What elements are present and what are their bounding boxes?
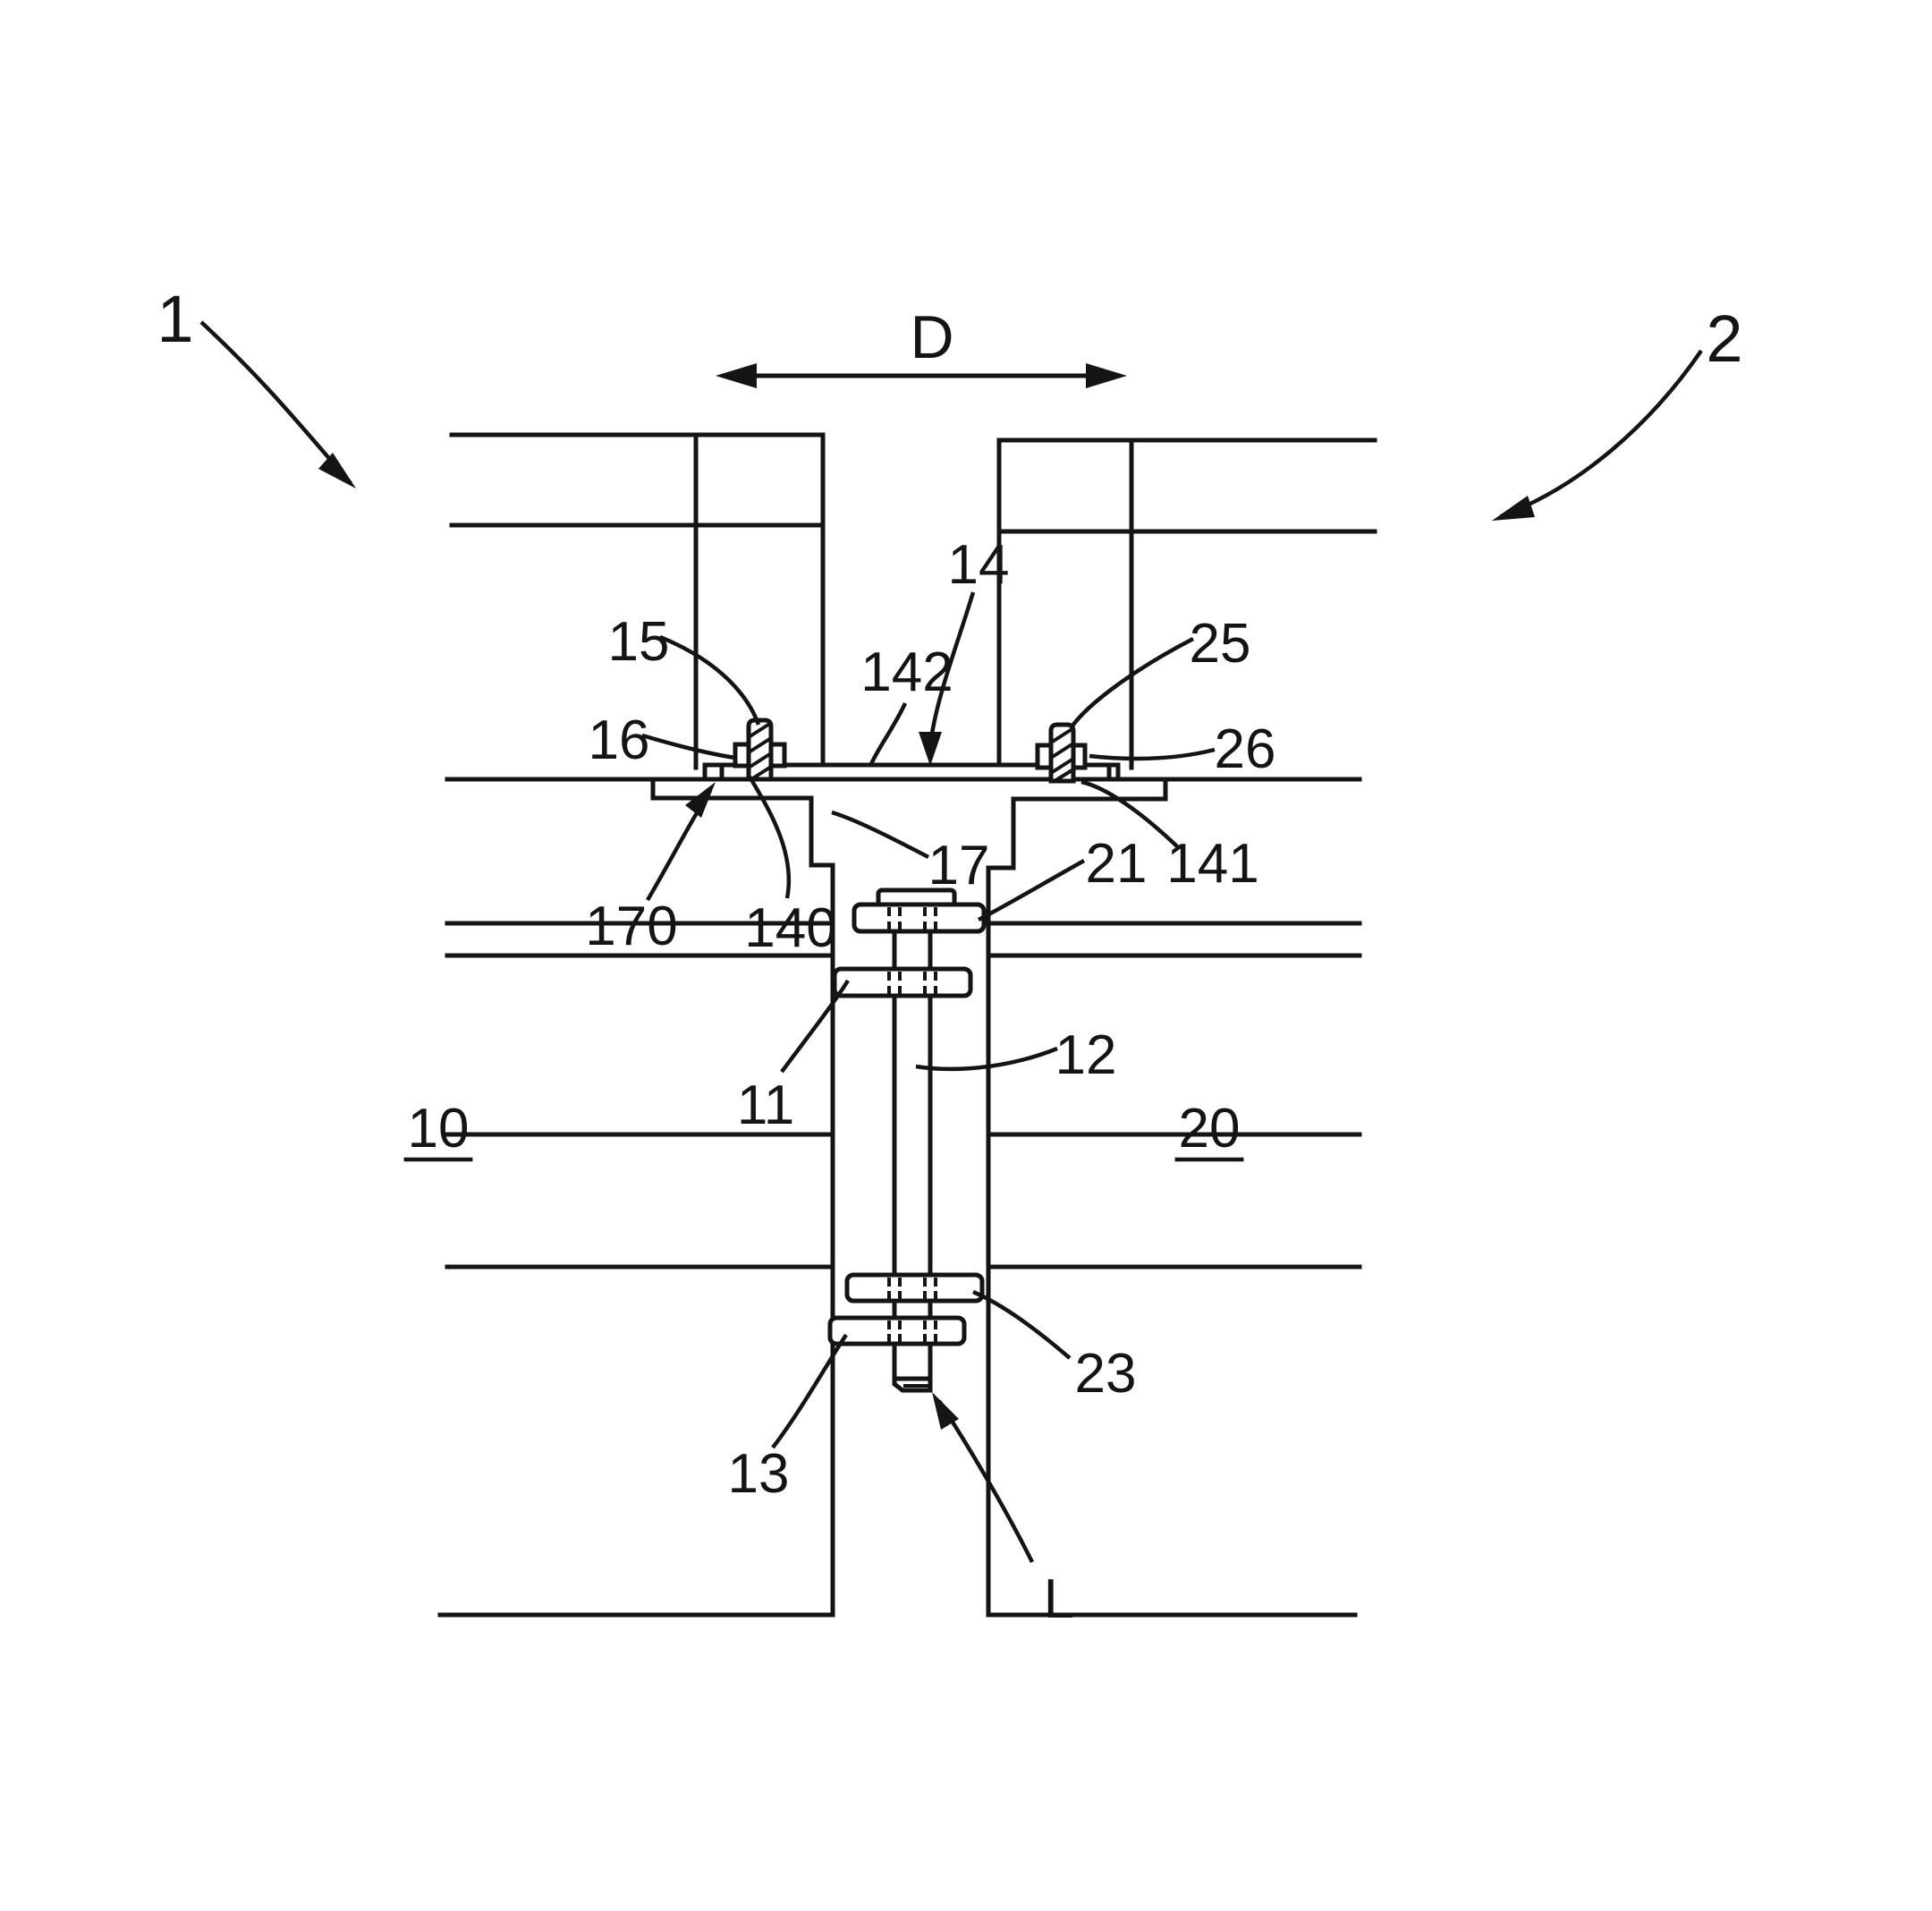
leader-L [937, 1399, 1035, 1564]
leader-lines [199, 320, 1703, 1564]
label-ref-11: 11 [737, 1074, 794, 1136]
tab-plate-21 [852, 902, 987, 934]
label-ref-13: 13 [728, 1443, 790, 1505]
label-ref-L: L [1044, 1568, 1074, 1630]
arrowhead-2-icon [1492, 496, 1535, 521]
left-block [437, 777, 835, 1618]
label-ref-1: 1 [157, 282, 193, 356]
label-ref-2: 2 [1706, 302, 1742, 376]
arrowhead-right-icon [1086, 363, 1127, 388]
left-upper-column [449, 432, 826, 770]
tab-plate-11 [832, 966, 973, 998]
arrowhead-1-icon [318, 453, 356, 488]
leader-11 [780, 979, 850, 1074]
label-ref-12: 12 [1055, 1024, 1117, 1086]
label-ref-20: 20 [1179, 1098, 1241, 1159]
leader-12 [915, 1046, 1058, 1072]
leader-26 [1089, 747, 1216, 761]
leader-14 [929, 591, 976, 735]
label-ref-14: 14 [948, 534, 1010, 596]
label-ref-25: 25 [1190, 613, 1251, 675]
bolt-25 [1048, 722, 1076, 784]
arrowhead-L-icon [932, 1392, 959, 1430]
bolt-15 [746, 718, 774, 782]
right-block [986, 777, 1362, 1618]
arrowhead-left-icon [716, 363, 757, 388]
label-dim-D: D [910, 303, 953, 371]
leader-140 [748, 775, 792, 899]
leader-142 [869, 702, 908, 765]
tab-plate-23 [844, 1272, 985, 1304]
leader-23 [972, 1289, 1072, 1360]
label-ref-16: 16 [589, 709, 650, 771]
leader-16 [641, 733, 736, 760]
label-ref-26: 26 [1215, 718, 1276, 780]
label-ref-15: 15 [608, 611, 670, 673]
leader-25 [1069, 637, 1195, 730]
label-ref-141: 141 [1166, 833, 1258, 895]
label-ref-142: 142 [860, 641, 953, 703]
leader-2 [1500, 349, 1703, 519]
label-ref-10: 10 [408, 1098, 470, 1159]
dimension-arrow-D [716, 363, 1127, 388]
anchor-plate-14 [702, 762, 1121, 782]
label-ref-140: 140 [744, 897, 836, 959]
leader-13 [771, 1333, 848, 1449]
arrowhead-14-icon [919, 732, 942, 766]
label-ref-23: 23 [1075, 1343, 1137, 1405]
left-block-step-profile [437, 777, 835, 1618]
tab-plate-13 [827, 1315, 967, 1346]
arrowhead-170-icon [685, 782, 716, 818]
leader-15 [659, 634, 761, 726]
label-ref-170: 170 [585, 896, 677, 957]
right-upper-column [996, 437, 1377, 770]
tab-plate-ticks [887, 907, 937, 1388]
leader-21 [977, 859, 1086, 922]
label-ref-21: 21 [1086, 833, 1148, 895]
label-ref-17: 17 [928, 835, 990, 896]
right-block-step-profile [986, 777, 1358, 1618]
leader-17 [831, 810, 930, 859]
leader-141 [1080, 779, 1181, 850]
pointer-arrowheads [318, 453, 1535, 1430]
